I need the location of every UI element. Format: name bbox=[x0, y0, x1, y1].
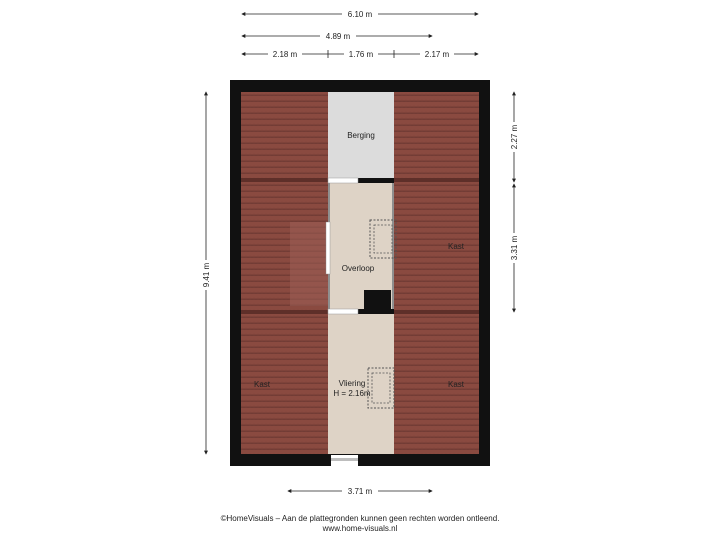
dimension-top-mid-label: 1.76 m bbox=[349, 50, 374, 59]
bottom-opening-sill bbox=[331, 458, 358, 461]
berging-room bbox=[328, 92, 394, 178]
dimension-top-right-label: 2.17 m bbox=[425, 50, 450, 59]
dimension-right-upper: 2.27 m bbox=[508, 91, 520, 183]
dimension-top-total-label: 6.10 m bbox=[348, 10, 373, 19]
footer-website: www.home-visuals.nl bbox=[322, 524, 398, 533]
roof-hatch-lower bbox=[367, 367, 395, 409]
stair-outline bbox=[290, 221, 331, 306]
footer-disclaimer: ©HomeVisuals – Aan de plattegronden kunn… bbox=[220, 514, 500, 523]
dimension-right-lower-label: 3.31 m bbox=[510, 235, 519, 260]
roof-hatch-upper bbox=[369, 219, 397, 259]
dimension-right-upper-label: 2.27 m bbox=[510, 124, 519, 149]
dimension-left-height-label: 9.41 m bbox=[202, 262, 211, 287]
dimension-top-segments: 2.18 m 1.76 m 2.17 m bbox=[241, 48, 479, 60]
room-label-berging: Berging bbox=[347, 131, 375, 140]
dimension-top-total: 6.10 m bbox=[241, 8, 479, 20]
dimension-top-inner-label: 4.89 m bbox=[326, 32, 351, 41]
dimension-right-lower: 3.31 m bbox=[508, 183, 520, 313]
corridor-floor bbox=[328, 183, 394, 454]
room-label-kast-right-lower: Kast bbox=[448, 380, 465, 389]
dimension-left-height: 9.41 m bbox=[200, 91, 212, 455]
dimension-top-inner: 4.89 m bbox=[241, 30, 433, 42]
room-label-overloop: Overloop bbox=[342, 264, 375, 273]
room-label-vliering: Vliering bbox=[339, 379, 366, 388]
dimension-bottom: 3.71 m bbox=[287, 485, 433, 497]
roof-beams bbox=[241, 178, 479, 314]
room-label-vliering-height: H = 2.16m bbox=[333, 389, 370, 398]
chimney-block bbox=[364, 290, 391, 309]
roof-slope-right bbox=[394, 92, 479, 454]
dimension-top-left-label: 2.18 m bbox=[273, 50, 298, 59]
room-label-kast-left-lower: Kast bbox=[254, 380, 271, 389]
room-label-kast-right-upper: Kast bbox=[448, 242, 465, 251]
dimension-bottom-label: 3.71 m bbox=[348, 487, 373, 496]
